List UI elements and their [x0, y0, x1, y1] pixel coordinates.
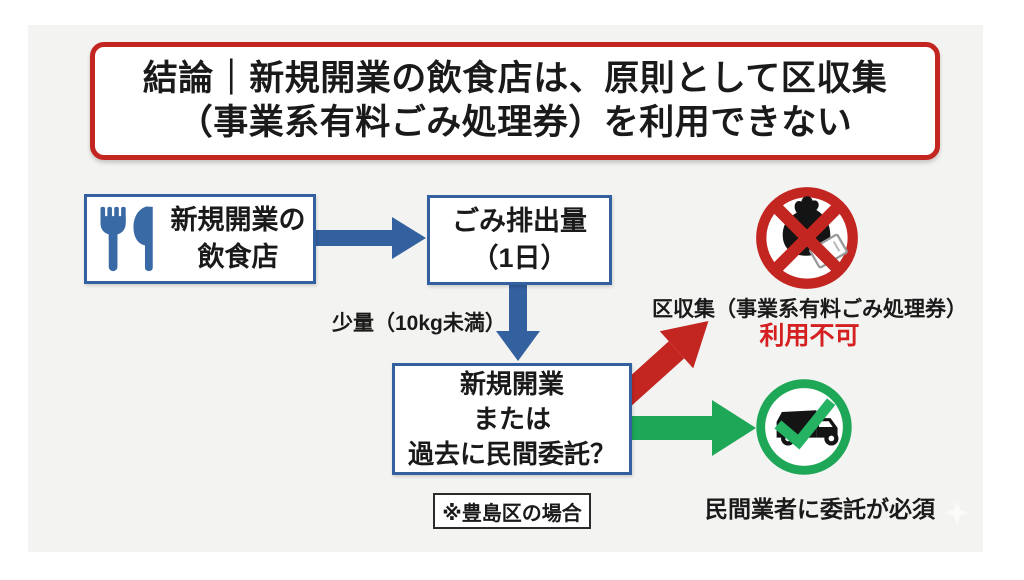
red-arrow-up-right [615, 321, 709, 407]
green-arrow-right [628, 400, 756, 456]
garbage-truck-check-icon [756, 379, 852, 475]
decision-box: 新規開業 または 過去に民間委託？ [392, 363, 632, 475]
required-outcome-label: 民間業者に委託が必須 [705, 496, 935, 522]
denied-label-line-2: 利用不可 [759, 322, 860, 350]
decision-line-2: または [472, 403, 551, 434]
waste-box-line-1: ごみ排出量 [452, 206, 587, 236]
restaurant-box-line-2: 飲食店 [197, 242, 279, 272]
waste-box-line-2: （1日） [471, 243, 568, 273]
decision-line-1: 新規開業 [459, 368, 564, 399]
note-box-toshima: ※豊島区の場合 [433, 493, 591, 529]
arrow-label-small-amount: 少量（10kg未満） [332, 312, 506, 335]
crossed-garbage-bag-prohibition-icon [756, 187, 858, 289]
title-line-1: 結論｜新規開業の飲食店は、原則として区収集 [142, 59, 888, 98]
denied-outcome-label: 区収集（事業系有料ごみ処理券） 利用不可 [612, 297, 1007, 351]
blue-arrow-down [496, 284, 540, 361]
restaurant-box-line-1: 新規開業の [170, 205, 306, 235]
title-line-2: （事業系有料ごみ処理券）を利用できない [177, 103, 853, 142]
denied-label-line-1: 区収集（事業系有料ごみ処理券） [652, 298, 967, 321]
waste-amount-box: ごみ排出量 （1日） [427, 195, 612, 285]
blue-arrow-right [314, 217, 426, 259]
restaurant-box: 新規開業の 飲食店 [84, 194, 316, 284]
conclusion-title-box: 結論｜新規開業の飲食店は、原則として区収集 （事業系有料ごみ処理券）を利用できな… [90, 42, 940, 160]
decision-line-3: 過去に民間委託？ [407, 438, 616, 469]
fork-knife-icon [100, 206, 153, 272]
